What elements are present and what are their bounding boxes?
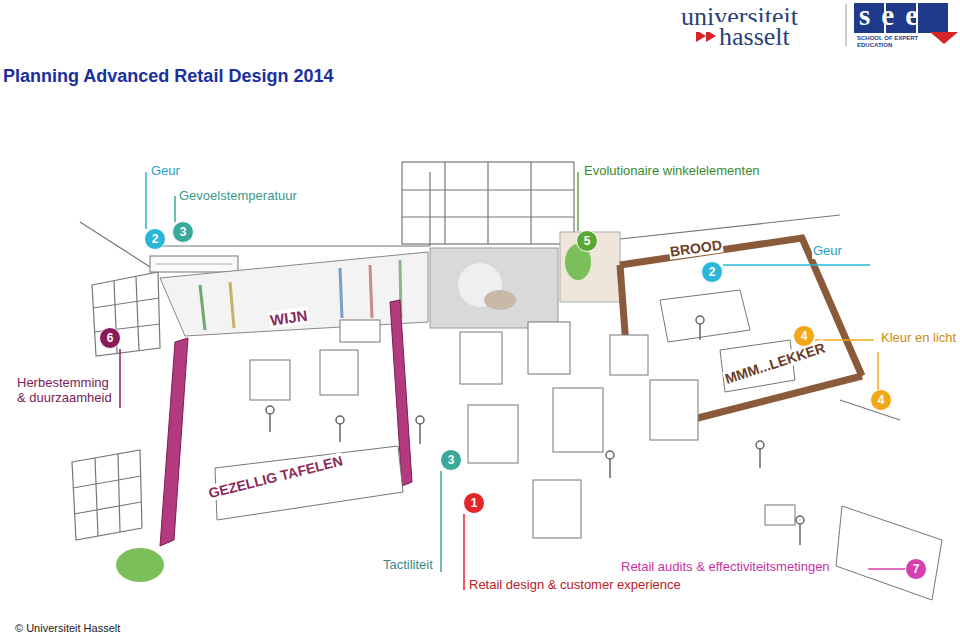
- callout-label: Retail audits & effectiviteitsmetingen: [620, 560, 831, 575]
- logo-subtitle: SCHOOL OF EXPERT EDUCATION: [856, 35, 928, 49]
- callout-label: Herbestemming & duurzaamheid: [16, 376, 118, 406]
- callout-label: Kleur en licht: [880, 331, 957, 346]
- callout-number: 1: [463, 492, 485, 514]
- callout-number: 3: [172, 221, 194, 243]
- callout-number: 7: [905, 558, 927, 580]
- callout-label: Evolutionaire winkelelementen: [583, 164, 761, 179]
- callout-text: 3: [448, 454, 455, 466]
- callout-number: 2: [144, 228, 166, 250]
- callout-label: Geur: [812, 244, 843, 259]
- callout-text: 5: [584, 235, 591, 247]
- callout-text: 3: [180, 226, 187, 238]
- callout-number: 4: [793, 325, 815, 347]
- logo-text: hasselt: [718, 22, 791, 52]
- callout-text: 4: [801, 330, 808, 342]
- callout-text: 4: [878, 394, 885, 406]
- logo-text: see: [858, 0, 952, 32]
- copyright: © Universiteit Hasselt: [14, 622, 121, 635]
- callout-label: Tactiliteit: [382, 558, 434, 573]
- callout-text: 7: [913, 563, 920, 575]
- callout-text: 2: [709, 266, 716, 278]
- callout-number: 6: [99, 327, 121, 349]
- callout-number: 2: [701, 261, 723, 283]
- callout-number: 5: [576, 230, 598, 252]
- callout-text: 1: [471, 497, 478, 509]
- callout-number: 4: [870, 389, 892, 411]
- callout-label: Gevoelstemperatuur: [178, 189, 298, 204]
- callout-label: Retail design & customer experience: [468, 578, 682, 593]
- callout-text: 6: [107, 332, 114, 344]
- callout-text: 2: [152, 233, 159, 245]
- callout-number: 3: [440, 449, 462, 471]
- callout-label: Geur: [150, 164, 181, 179]
- page-title: Planning Advanced Retail Design 2014: [2, 66, 334, 87]
